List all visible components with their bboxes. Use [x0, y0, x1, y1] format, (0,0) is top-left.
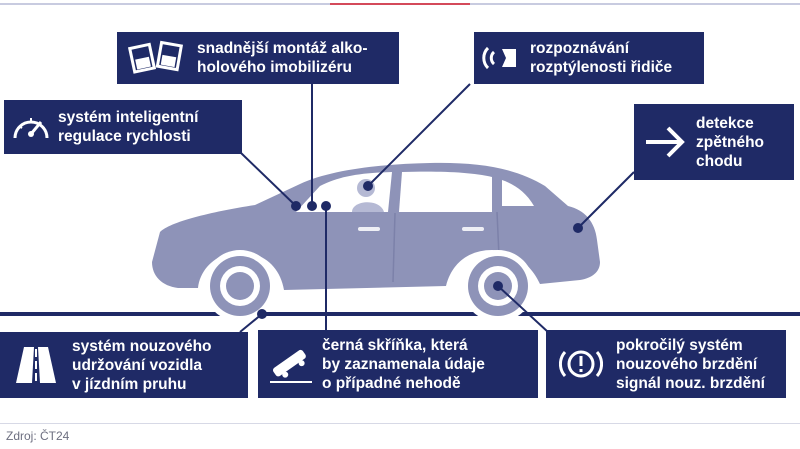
- feature-box-alcohol: snadnější montáž alko- holového imobiliz…: [117, 32, 399, 84]
- feature-box-lane: systém nouzového udržování vozidla v jíz…: [0, 332, 248, 398]
- alcohol-glasses-icon: [117, 32, 197, 84]
- feature-label-reverse: detekce zpětného chodu: [696, 114, 765, 170]
- feature-box-speed: systém inteligentní regulace rychlosti: [4, 100, 242, 154]
- road-line: [0, 312, 800, 316]
- sound-waves-icon: [474, 32, 530, 84]
- connector-distraction: [367, 83, 471, 187]
- source-note: Zdroj: ČT24: [6, 429, 70, 443]
- connector-reverse: [577, 171, 635, 229]
- speedometer-icon: [4, 100, 58, 154]
- connector-speed: [239, 151, 297, 207]
- brake-warning-icon: [546, 330, 616, 398]
- car-silhouette: [152, 162, 600, 322]
- feature-label-braking: pokročilý systém nouzového brzdění signá…: [616, 336, 765, 392]
- connector-dots: [257, 181, 583, 319]
- feature-label-alcohol: snadnější montáž alko- holového imobiliz…: [197, 40, 368, 76]
- road-lane-icon: [0, 332, 72, 398]
- connector-braking: [497, 285, 549, 333]
- bottom-rule: [0, 423, 800, 424]
- feature-box-reverse: detekce zpětného chodu: [634, 104, 794, 180]
- connector-lines: [239, 83, 635, 333]
- feature-label-lane: systém nouzového udržování vozidla v jíz…: [72, 337, 212, 393]
- feature-box-distraction: rozpoznávání rozptýlenosti řidiče: [474, 32, 704, 84]
- feature-label-distraction: rozpoznávání rozptýlenosti řidiče: [530, 40, 673, 76]
- crash-recorder-icon: [258, 330, 322, 398]
- feature-box-braking: pokročilý systém nouzového brzdění signá…: [546, 330, 786, 398]
- feature-box-blackbox: černá skříňka, která by zaznamenala údaj…: [258, 330, 538, 398]
- arrow-right-icon: [634, 104, 696, 180]
- top-rule: [0, 0, 800, 8]
- feature-label-speed: systém inteligentní regulace rychlosti: [58, 109, 199, 145]
- front-wheel: [204, 250, 276, 322]
- feature-label-blackbox: černá skříňka, která by zaznamenala údaj…: [322, 336, 485, 392]
